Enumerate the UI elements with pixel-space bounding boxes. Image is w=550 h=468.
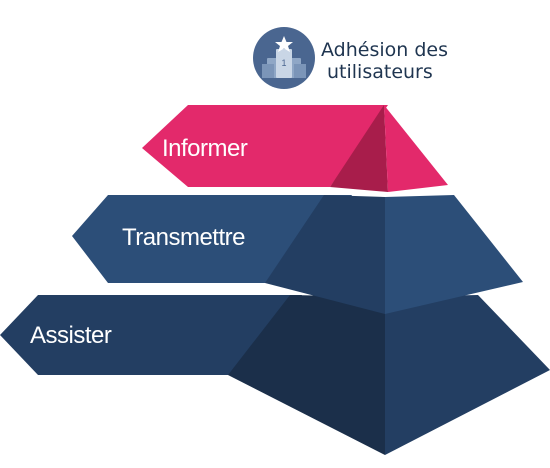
middle-tier-right-face xyxy=(385,195,523,314)
bottom-tier-left-face xyxy=(228,295,385,455)
bottom-tier-right-face xyxy=(385,295,550,455)
podium-rank-number: 1 xyxy=(281,58,286,68)
top-tier-left-face xyxy=(330,105,388,192)
bottom-arrow-band xyxy=(0,295,302,375)
pyramid-tier-top: Informer xyxy=(142,105,448,192)
top-arrow-band xyxy=(142,105,388,187)
tier-label-informer: Informer xyxy=(162,135,248,162)
top-tier-right-face xyxy=(384,105,448,192)
podium-star-icon: 1 xyxy=(253,27,315,89)
tier-label-transmettre: Transmettre xyxy=(122,224,245,251)
middle-tier-left-face xyxy=(265,195,385,314)
header-title-line1: Adhésion des xyxy=(321,39,448,61)
header-title-line2: utilisateurs xyxy=(327,61,433,83)
pyramid-tier-middle: Transmettre xyxy=(72,195,523,314)
pyramid-tier-bottom: Assister xyxy=(0,295,550,455)
tier-label-assister: Assister xyxy=(30,322,112,349)
